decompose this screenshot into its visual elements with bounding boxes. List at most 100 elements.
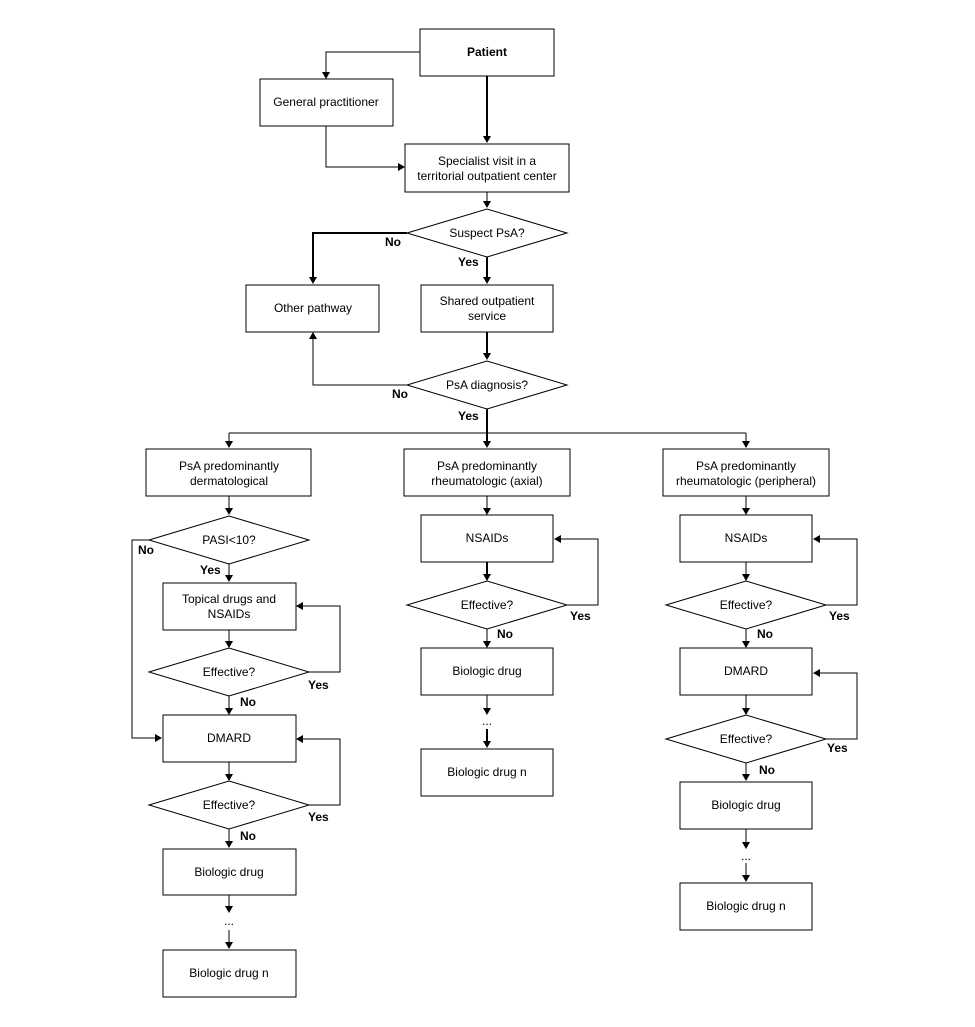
arrowhead [742,708,750,715]
suspect-no-connector [312,232,407,279]
yes-label: Yes [458,255,479,269]
yes-label: Yes [829,609,850,623]
arrowhead [483,741,491,748]
arrowhead [483,508,491,515]
arrowhead [155,734,162,742]
arrowhead [742,842,750,849]
node-label: Biologic drug n [706,899,785,913]
arrowhead [309,277,317,284]
arrowhead [483,277,491,284]
arrowhead [309,332,317,339]
arrowhead [813,669,820,677]
ellipsis: ... [482,714,492,728]
pasi-no-connector [131,539,157,739]
node-label: NSAIDs [725,531,768,545]
node-label-line-1: Topical drugs and [182,592,276,606]
node-label-line-1: PsA predominantly [696,459,796,473]
node-label: Biologic drug [194,865,263,879]
ellipsis: ... [224,914,234,928]
node-dmard: DMARD [679,647,813,696]
arrowhead [225,942,233,949]
node-other-pathway: Other pathway [245,284,380,333]
node-biologic-drug-n: Biologic drug n [679,882,813,931]
ellipsis: ... [741,849,751,863]
arrowhead [483,708,491,715]
arrowhead [296,735,303,743]
no-label: No [138,543,154,557]
arrowhead [813,535,820,543]
node-nsaids: NSAIDs [679,514,813,563]
yes-label: Yes [827,741,848,755]
no-label: No [497,627,513,641]
arrowhead [225,575,233,582]
arrowhead [742,508,750,515]
node-biologic-drug-n: Biologic drug n [420,748,554,797]
node-label: DMARD [724,664,768,678]
decision-label: Effective? [461,598,514,612]
node-biologic-drug: Biologic drug [420,647,554,696]
arrowhead [225,708,233,715]
yes-label: Yes [308,678,329,692]
arrowhead [225,906,233,913]
node-psa-peripheral: PsA predominantly rheumatologic (periphe… [662,448,830,497]
arrowhead [322,72,330,79]
node-label-line-2: rheumatologic (axial) [431,474,542,488]
arrowhead [296,602,303,610]
node-label: Biologic drug [452,664,521,678]
arrowhead [483,353,491,360]
arrowhead [742,774,750,781]
dmard-loop-connector [301,738,341,806]
gp-to-specialist-connector [325,126,400,168]
node-topical-drugs: Topical drugs and NSAIDs [162,582,297,631]
decision-effective: Effective? [405,580,569,630]
yes-label: Yes [200,563,221,577]
no-label: No [385,235,401,249]
node-label-line-2: territorial outpatient center [417,169,556,183]
yes-label: Yes [458,409,479,423]
decision-suspect-psa: Suspect PsA? [405,208,569,258]
arrowhead [398,163,405,171]
node-label-line-2: rheumatologic (peripheral) [676,474,816,488]
decision-effective: Effective? [664,580,828,630]
node-label: NSAIDs [466,531,509,545]
decision-label: Effective? [720,732,773,746]
diagnosis-no-connector [312,337,407,386]
no-label: No [759,763,775,777]
connectors [131,51,858,949]
no-label: No [240,829,256,843]
decision-label: Effective? [203,665,256,679]
decision-label: Effective? [203,798,256,812]
node-general-practitioner: General practitioner [259,78,394,127]
arrowhead [554,535,561,543]
node-specialist-visit: Specialist visit in a territorial outpat… [404,143,570,193]
node-label: Other pathway [274,301,352,315]
arrowhead [225,841,233,848]
branch-labels: No Yes No Yes No Yes Yes No Yes No Yes N… [138,235,850,843]
decision-label: PASI<10? [202,533,256,547]
arrowhead [742,441,750,448]
axial-nsaids-loop-connector [559,538,599,606]
arrowhead [225,441,233,448]
decision-effective: Effective? [664,714,828,764]
node-label-line-2: NSAIDs [208,607,251,621]
arrowhead [742,574,750,581]
arrowhead [225,641,233,648]
arrowhead [225,508,233,515]
yes-label: Yes [570,609,591,623]
decision-effective: Effective? [147,647,311,697]
node-biologic-drug: Biologic drug [162,848,297,896]
node-dmard: DMARD [162,714,297,763]
peri-nsaids-loop-connector [818,538,858,606]
decision-psa-diagnosis: PsA diagnosis? [405,360,569,410]
arrowhead [483,136,491,143]
node-label: Patient [467,45,507,59]
node-label-line-1: PsA predominantly [437,459,537,473]
arrowhead [483,441,491,448]
decision-effective: Effective? [147,780,311,830]
node-label-line-1: PsA predominantly [179,459,279,473]
arrowhead [483,574,491,581]
node-patient: Patient [419,28,555,77]
arrowhead [225,774,233,781]
node-label: Biologic drug n [189,966,268,980]
